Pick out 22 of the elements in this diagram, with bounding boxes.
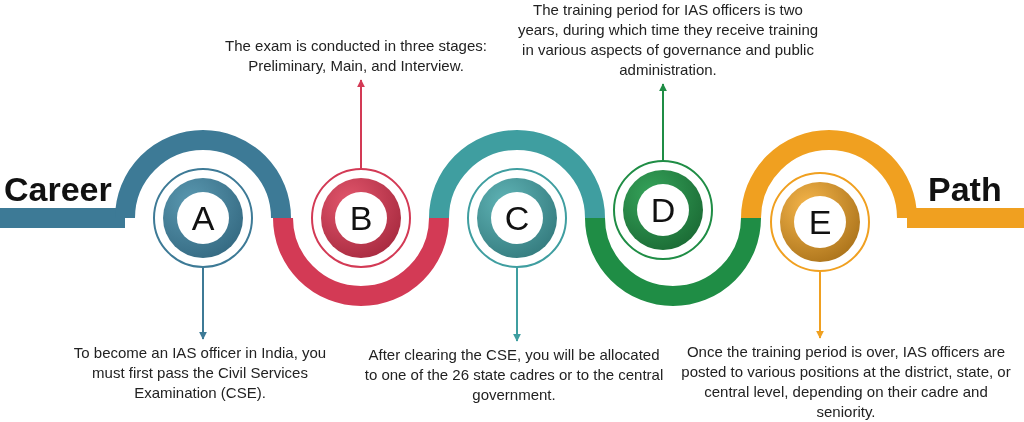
step-circle — [467, 168, 567, 268]
heading-word: Path — [928, 170, 1002, 209]
step-letter: C — [491, 192, 543, 244]
step-letter: A — [177, 192, 229, 244]
step-description: To become an IAS officer in India, you must first pass the Civil Services Examination (CSE). — [65, 343, 335, 403]
step-description: The exam is conducted in three stages: Preliminary, Main, and Interview. — [216, 36, 496, 76]
step-circle — [770, 172, 870, 272]
step-circle — [311, 168, 411, 268]
step-description: After clearing the CSE, you will be allocated to one of the 26 state cadres or to the central government. — [364, 345, 664, 405]
arrow — [357, 79, 365, 169]
arrow — [199, 267, 207, 340]
step-letter: D — [637, 184, 689, 236]
arrow — [513, 267, 521, 342]
step-circle — [613, 160, 713, 260]
step-description: The training period for IAS officers is two years, during which time they receive training in various aspects of governance and public administration. — [513, 0, 823, 80]
step-circle — [153, 168, 253, 268]
heading-word: Career — [4, 170, 112, 209]
arrow — [659, 83, 667, 161]
step-letter: E — [794, 196, 846, 248]
arrow — [816, 271, 824, 339]
step-letter: B — [335, 192, 387, 244]
step-description: Once the training period is over, IAS officers are posted to various positions at the district, state, or central level, depending on their cadre and seniority. — [681, 342, 1011, 422]
